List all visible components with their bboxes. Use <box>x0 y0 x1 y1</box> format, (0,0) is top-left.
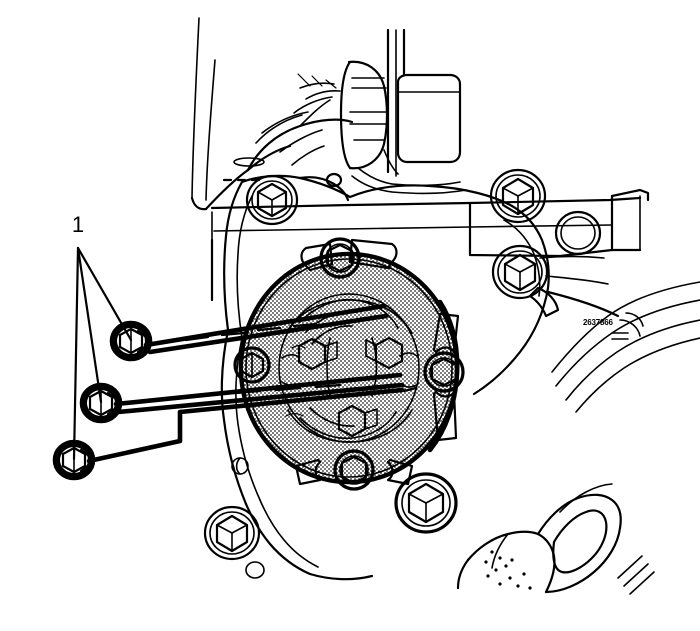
callout-bolt-lower <box>52 439 96 481</box>
callout-1-group: 1 <box>52 212 405 481</box>
disc-bolt-top <box>300 237 398 279</box>
pointer-line-upper <box>144 304 386 347</box>
housing-bolt-upper-left <box>245 174 299 226</box>
pointer-line-lower <box>87 388 404 463</box>
disc-bolt-right <box>423 312 465 442</box>
callout-leader-to-lower-bolt <box>72 246 80 461</box>
reference-number: 2637866 <box>583 318 613 327</box>
housing-bolt-lower <box>203 505 261 561</box>
sensor-connector-assembly <box>222 28 467 195</box>
disc-bolt-left <box>233 346 271 384</box>
disc-bolt-bottom <box>294 449 414 491</box>
callout-bolt-middle <box>79 382 123 424</box>
housing-bolt-lower-right <box>394 472 458 534</box>
housing-bolt-mid-right <box>491 244 560 318</box>
callout-label-1: 1 <box>72 212 84 237</box>
disc-bolt-inner-bottom <box>337 404 378 438</box>
housing-flange <box>220 172 620 581</box>
pointer-line-middle <box>114 373 402 406</box>
mounting-bracket <box>456 493 655 595</box>
callout-leader-to-middle-bolt <box>76 246 103 404</box>
disc-bolt-inner-left <box>297 337 338 371</box>
disc-bolt-inner-right <box>365 336 404 370</box>
callout-bolt-upper <box>109 320 153 362</box>
bracket-stipple <box>484 550 532 590</box>
housing-bolt-upper-right <box>489 168 547 224</box>
pointer-centerline-dashes <box>184 322 342 398</box>
